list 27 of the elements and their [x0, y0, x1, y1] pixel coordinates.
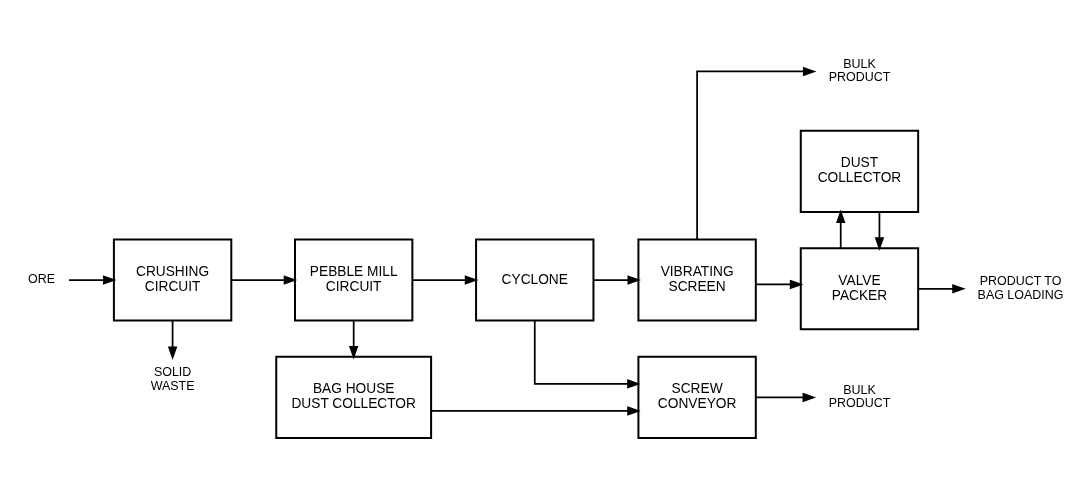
node-text: SOLID WASTE	[150, 364, 195, 393]
arrow	[874, 210, 885, 251]
arrow	[348, 319, 359, 359]
node-box: VIBRATING SCREEN	[637, 237, 757, 322]
arrow	[430, 405, 641, 416]
arrow	[755, 279, 804, 289]
node-box: SCREW CONVEYOR	[637, 355, 757, 439]
node-box: BAG HOUSE DUST COLLECTOR	[275, 355, 433, 439]
node-box: VALVE PACKER	[799, 246, 920, 330]
node-text: BULK PRODUCT	[828, 56, 891, 84]
arrow	[533, 319, 641, 389]
arrow	[167, 319, 178, 360]
node-box: CYCLONE	[475, 237, 595, 322]
node-text: ORE	[27, 271, 55, 286]
arrow	[836, 208, 846, 249]
arrow	[230, 274, 298, 285]
arrow	[917, 283, 966, 293]
arrow	[68, 274, 117, 285]
node-box: PEBBLE MILL CIRCUIT	[294, 237, 414, 322]
arrow	[411, 274, 479, 285]
node-text: PRODUCT TO BAG LOADING	[977, 273, 1064, 302]
node-box: DUST COLLECTOR	[799, 129, 920, 213]
node-box: CRUSHING CIRCUIT	[112, 237, 233, 322]
arrow	[592, 274, 641, 285]
node-text: BULK PRODUCT	[828, 382, 891, 410]
arrow	[755, 392, 817, 402]
arrow	[696, 66, 817, 240]
